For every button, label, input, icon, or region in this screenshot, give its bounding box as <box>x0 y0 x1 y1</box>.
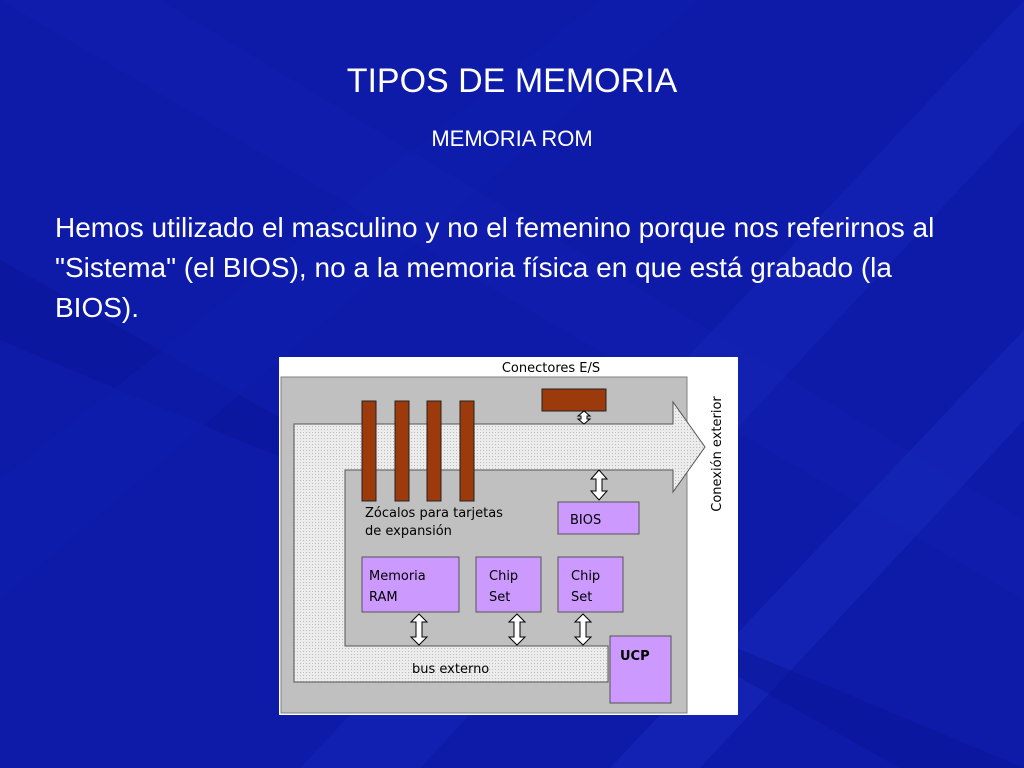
io-connectors-label: Conectores E/S <box>502 361 600 376</box>
ram-label-line2: RAM <box>369 590 398 605</box>
ucp-label: UCP <box>620 649 650 664</box>
ram-label-line1: Memoria <box>369 569 426 584</box>
bios-label: BIOS <box>570 513 601 528</box>
chipset1-bus-arrow-icon <box>507 613 527 646</box>
expansion-slot <box>459 400 475 502</box>
expansion-slot <box>394 400 410 502</box>
io-connector-block <box>541 388 607 412</box>
ram-bus-arrow-icon <box>409 613 429 646</box>
chipset-box-1 <box>475 556 542 613</box>
bios-bus-arrow-icon <box>589 469 609 501</box>
chipset1-label-line2: Set <box>489 590 510 605</box>
expansion-slot <box>361 400 377 502</box>
chipset2-label-line1: Chip <box>571 569 600 584</box>
external-bus <box>293 400 706 683</box>
slots-label-line2: de expansión <box>365 524 452 539</box>
chipset1-label-line1: Chip <box>489 569 518 584</box>
motherboard-diagram: Conectores E/S Conexión exterior Zócalos… <box>279 357 738 715</box>
bios-box <box>557 501 640 535</box>
connector-arrow-icon <box>576 410 592 425</box>
slide-body-text: Hemos utilizado el masculino y no el fem… <box>55 212 935 323</box>
chipset-box-2 <box>557 556 624 613</box>
external-bus-label: bus externo <box>412 662 489 677</box>
expansion-slot <box>426 400 442 502</box>
chipset2-label-line2: Set <box>571 590 592 605</box>
ucp-box <box>609 635 672 704</box>
external-connection-label: Conexión exterior <box>710 396 725 512</box>
ram-box <box>361 556 460 613</box>
chipset2-bus-arrow-icon <box>573 613 593 646</box>
slots-label-line1: Zócalos para tarjetas <box>365 506 503 521</box>
slide-subtitle: MEMORIA ROM <box>431 126 593 151</box>
slide-title: TIPOS DE MEMORIA <box>346 62 678 100</box>
